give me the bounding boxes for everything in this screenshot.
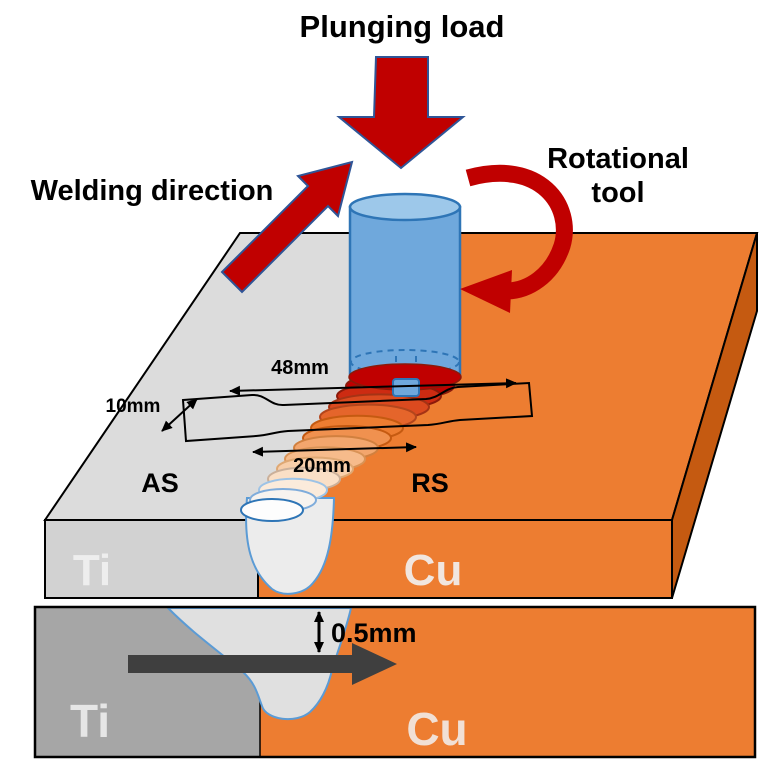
- welding-direction-label: Welding direction: [31, 175, 274, 207]
- dimension-10mm: 10mm: [106, 396, 198, 432]
- workpiece-3d: [43, 232, 759, 599]
- front-nugget: [245, 497, 336, 595]
- section-border: [33, 605, 757, 759]
- ti-plate-label: Ti: [73, 546, 111, 595]
- dim-20-arrow: [252, 442, 417, 457]
- dimension-48mm: 48mm: [229, 357, 517, 396]
- advancing-side-label: AS: [141, 468, 179, 498]
- rotational-tool-label-line1: Rotational: [547, 143, 689, 175]
- dim-48-arrow: [229, 378, 517, 396]
- dim-10-arrow: [161, 398, 198, 432]
- cu-section-label: Cu: [406, 703, 467, 755]
- dimension-05mm: 0.5mm: [314, 611, 417, 653]
- weld-travel-arrow: [128, 643, 397, 685]
- ti-section-label: Ti: [70, 695, 110, 747]
- rotation-arc: [465, 164, 573, 300]
- dim-10-label: 10mm: [106, 396, 161, 417]
- dim-05-label: 0.5mm: [331, 618, 417, 648]
- weld-ring: [240, 498, 304, 522]
- rotational-tool-label-line2: tool: [591, 177, 644, 209]
- cu-plate-label: Cu: [404, 546, 463, 595]
- plunging-load-arrow: [336, 56, 466, 170]
- tool-top-face: [348, 192, 462, 222]
- dim-48-label: 48mm: [271, 357, 329, 379]
- dimension-20mm: 20mm: [252, 442, 417, 477]
- rotation-arrowhead: [460, 270, 512, 313]
- plunging-load-label: Plunging load: [300, 9, 505, 44]
- tool-rotation-arrow: [460, 164, 573, 313]
- welding-direction-arrow: [220, 160, 354, 294]
- tool-pin: [392, 378, 420, 397]
- ti-front-face: [44, 519, 259, 599]
- tensile-specimen-outline: [181, 381, 534, 443]
- cross-section: 0.5mm Ti Cu: [33, 605, 757, 759]
- dim-20-label: 20mm: [293, 455, 351, 477]
- rotational-tool: [348, 192, 462, 397]
- tool-body: [348, 205, 462, 379]
- retreating-side-label: RS: [411, 468, 449, 498]
